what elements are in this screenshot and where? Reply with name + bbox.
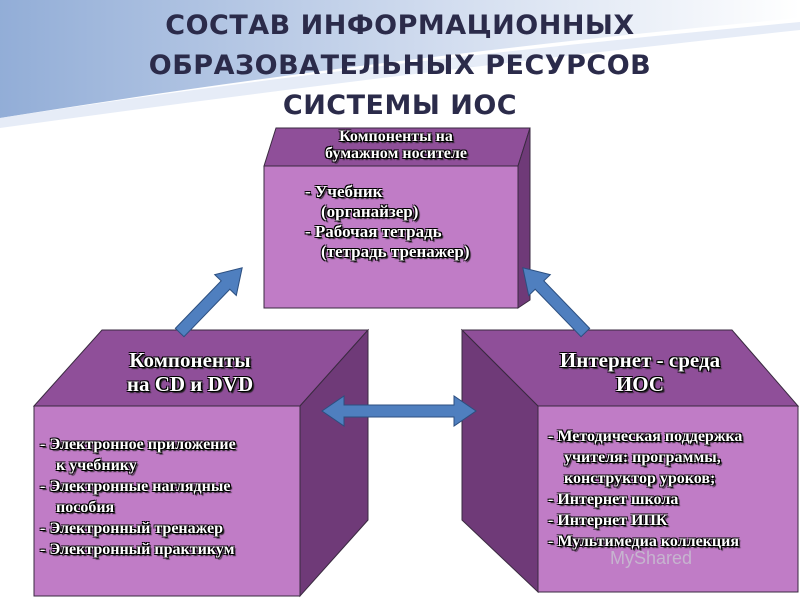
list-item: - Электронный тренажер bbox=[40, 520, 224, 537]
box-internet-front-face bbox=[537, 405, 799, 593]
list-item: - Методическая поддержка bbox=[548, 428, 743, 445]
title-line-1: СОСТАВ ИНФОРМАЦИОННЫХ bbox=[165, 10, 635, 41]
list-item: к учебнику bbox=[56, 457, 137, 474]
cd-box-header: Компоненты на CD и DVD bbox=[70, 348, 310, 396]
box-cd-dvd-components bbox=[32, 328, 370, 598]
title-line-2: ОБРАЗОВАТЕЛЬНЫХ РЕСУРСОВ bbox=[148, 50, 652, 81]
list-item: учителя: программы, bbox=[564, 449, 721, 466]
paper-header-line-2: бумажном носителе bbox=[325, 145, 467, 162]
list-item: - Электронное приложение bbox=[40, 436, 236, 453]
list-item: - Учебник bbox=[305, 182, 383, 201]
paper-box-items: - Учебник (органайзер) - Рабочая тетрадь… bbox=[305, 182, 470, 262]
list-item: - Электронные наглядные bbox=[40, 478, 231, 495]
arrow-double-horizontal-icon bbox=[321, 395, 477, 427]
background-swoosh bbox=[0, 0, 800, 128]
paper-box-header: Компоненты на бумажном носителе bbox=[268, 128, 524, 162]
list-item: - Интернет школа bbox=[548, 491, 679, 508]
cd-header-line-2: на CD и DVD bbox=[126, 372, 254, 396]
list-item: (органайзер) bbox=[321, 202, 419, 221]
box-cd-front-face bbox=[33, 405, 301, 597]
box-paper-components bbox=[263, 127, 531, 309]
cd-header-line-1: Компоненты bbox=[129, 348, 251, 372]
list-item: пособия bbox=[56, 499, 115, 516]
internet-box-header: Интернет - среда ИОС bbox=[510, 348, 770, 396]
box-paper-front-face bbox=[263, 165, 519, 309]
internet-box-items: - Методическая поддержка учителя: програ… bbox=[548, 426, 742, 552]
page-title: СОСТАВ ИНФОРМАЦИОННЫХ ОБРАЗОВАТЕЛЬНЫХ РЕ… bbox=[0, 6, 800, 126]
list-item: - Мультимедиа коллекция bbox=[548, 533, 739, 550]
box-internet-environment bbox=[460, 328, 800, 594]
title-line-3: СИСТЕМЫ ИОС bbox=[282, 90, 518, 121]
cd-box-items: - Электронное приложение к учебнику - Эл… bbox=[40, 434, 236, 560]
watermark: MyShared bbox=[610, 548, 693, 568]
internet-header-line-2: ИОС bbox=[615, 372, 665, 396]
list-item: - Интернет ИПК bbox=[548, 512, 668, 529]
arrow-up-right-icon bbox=[174, 267, 243, 338]
list-item: - Электронный практикум bbox=[40, 541, 235, 558]
list-item: - Рабочая тетрадь bbox=[305, 222, 442, 241]
arrow-up-left-icon bbox=[522, 267, 591, 338]
paper-header-line-1: Компоненты на bbox=[339, 128, 453, 145]
internet-header-line-1: Интернет - среда bbox=[559, 348, 721, 372]
list-item: (тетрадь тренажер) bbox=[321, 242, 470, 261]
list-item: конструктор уроков; bbox=[564, 470, 716, 487]
